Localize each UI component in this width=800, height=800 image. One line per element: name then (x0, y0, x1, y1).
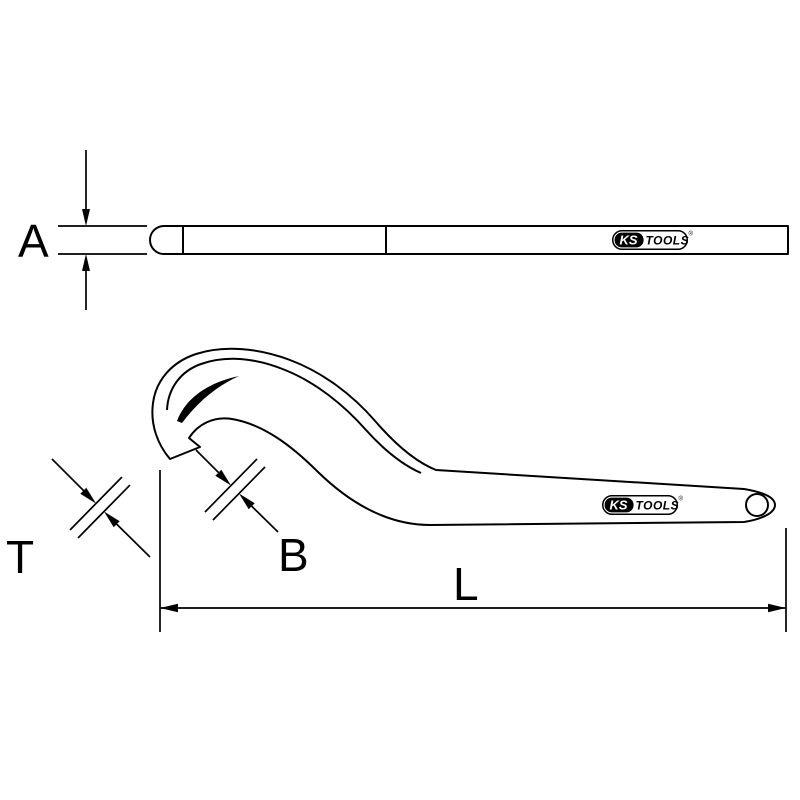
dimension-t: T (6, 458, 151, 583)
logo-ks-text: KS (620, 233, 638, 248)
dimension-b-arrowhead-nw (215, 469, 231, 486)
dimension-t-arrowhead-se (104, 511, 120, 528)
dimension-l-label: L (453, 558, 479, 610)
ks-tools-logo: KS TOOLS ® (612, 230, 694, 250)
dimension-b-label: B (278, 529, 309, 581)
dimension-b-arrow-line-nw (195, 449, 220, 474)
dimension-t-arrowhead-nw (80, 487, 96, 504)
logo-registered-mark: ® (679, 496, 684, 503)
logo-tools-text: TOOLS (646, 234, 690, 248)
dimension-l: L (159, 470, 787, 632)
logo-ks-text: KS (610, 498, 628, 513)
dimension-l-arrowhead-left (160, 603, 178, 613)
logo-ks-background (604, 497, 634, 513)
logo-registered-mark: ® (689, 231, 694, 238)
handle-hole (745, 493, 769, 517)
wrench-slit (177, 376, 239, 423)
dimension-a-arrowhead-top (82, 209, 90, 226)
wrench-outline (151, 347, 776, 526)
dimension-l-arrowhead-right (768, 603, 786, 613)
dimension-b-arrow-line-se (250, 504, 279, 533)
logo-ks-background (614, 232, 644, 248)
dimension-t-arrow-line-se (115, 522, 151, 558)
wrench-groove-line (166, 357, 422, 474)
dimension-a-arrowhead-bottom (82, 254, 90, 271)
dimension-a: A (18, 150, 147, 310)
dimension-b: B (195, 449, 309, 581)
profile-bar-outline (149, 225, 789, 255)
dimension-a-label: A (18, 215, 49, 267)
dimension-t-arrow-line-nw (51, 458, 86, 493)
logo-tools-text: TOOLS (636, 499, 680, 513)
dimension-b-arrowhead-se (239, 493, 255, 510)
dimension-t-label: T (6, 531, 34, 583)
side-view: KS TOOLS ® (151, 347, 776, 526)
ks-tools-logo: KS TOOLS ® (602, 495, 684, 515)
top-profile-view: KS TOOLS ® (149, 225, 789, 255)
